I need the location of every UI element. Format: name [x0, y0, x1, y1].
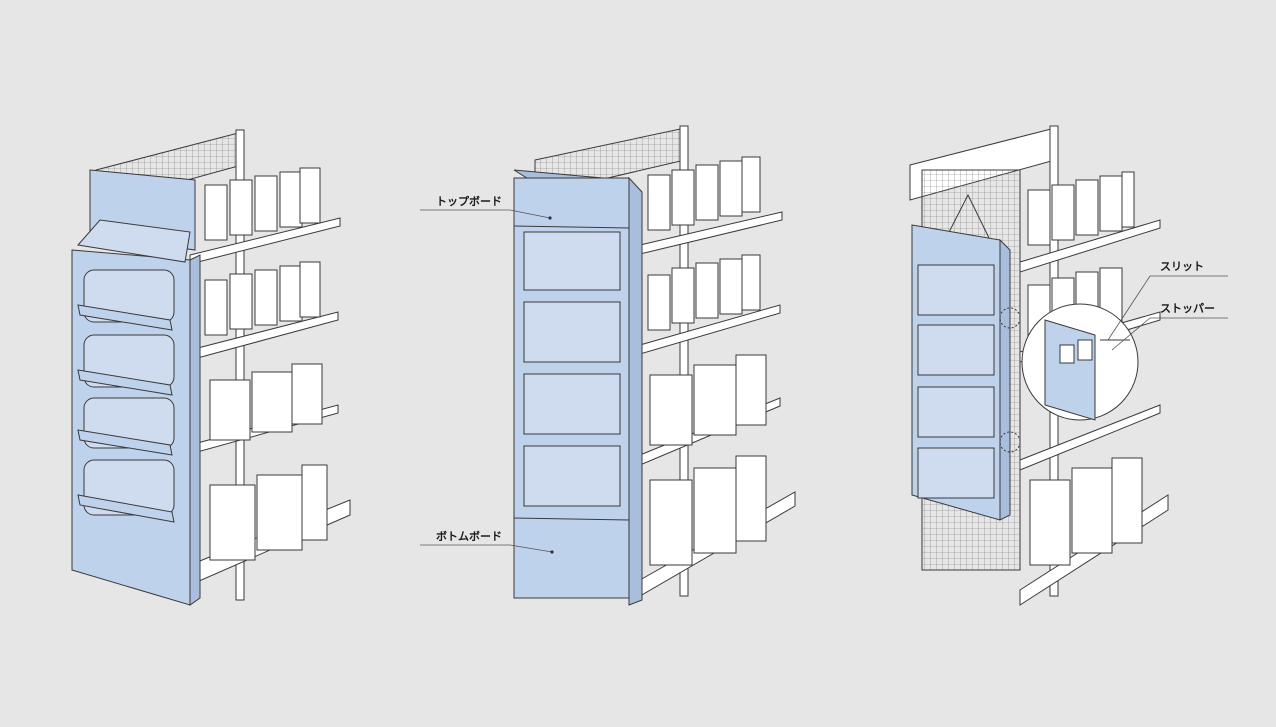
side-panel-1	[71, 169, 201, 606]
stopper-callout: ストッパー	[1111, 302, 1228, 351]
display-unit-3: スリット ストッパー	[909, 125, 1228, 606]
display-unit-2: トップボード ボトムボード	[420, 125, 796, 606]
bottom-board-label: ボトムボード	[436, 529, 502, 543]
slit-callout: スリット	[1107, 260, 1228, 341]
hanging-panel-3	[911, 193, 1021, 521]
stopper-label: ストッパー	[1160, 302, 1215, 315]
front-panel-2	[513, 169, 643, 606]
display-unit-1	[71, 129, 351, 606]
bottom-board-callout: ボトムボード	[420, 529, 554, 554]
detail-magnifier	[1021, 303, 1139, 421]
slit-label: スリット	[1160, 260, 1204, 273]
top-board-label: トップボード	[436, 194, 502, 208]
gondola-shelf-2	[534, 125, 796, 597]
gondola-shelf-1	[95, 129, 351, 601]
top-board-callout: トップボード	[420, 194, 552, 220]
